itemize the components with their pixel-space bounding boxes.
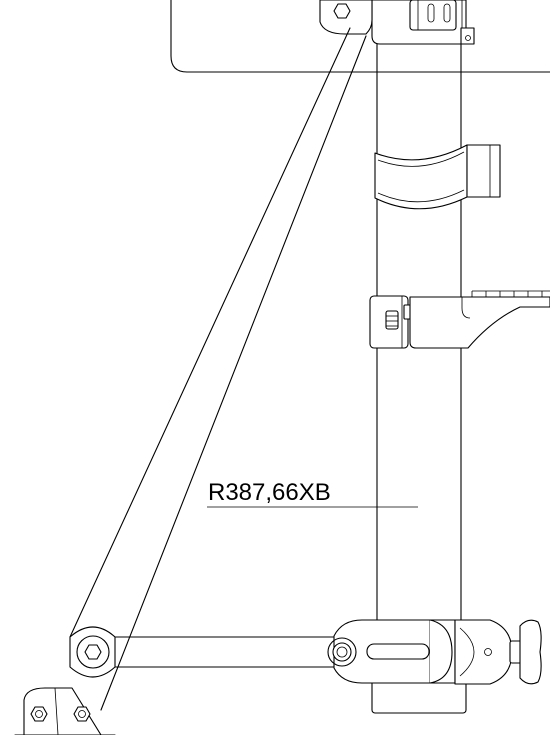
- top-clamp: [371, 0, 475, 45]
- band-clamp: [374, 144, 501, 210]
- base-foot: [14, 687, 116, 735]
- vertical-tube: [376, 39, 462, 691]
- base-nut-left-icon: [30, 706, 48, 722]
- diagonal-strut: [69, 27, 367, 711]
- top-panel: [170, 0, 550, 73]
- clamp-knob-icon: [519, 619, 542, 685]
- arm-bracket: [369, 290, 550, 349]
- lower-tube-clamp: [327, 619, 542, 714]
- base-nut-right-icon: [73, 706, 91, 722]
- hex-nut-icon: [333, 3, 351, 19]
- hex-bolt-icon: [84, 644, 102, 660]
- callout-label: R387,66XB: [208, 479, 331, 506]
- dimension-callout: R387,66XB: [207, 479, 418, 508]
- lower-link-arm: [92, 636, 346, 668]
- upper-strut-block: [319, 0, 373, 35]
- lower-pivot: [69, 626, 116, 678]
